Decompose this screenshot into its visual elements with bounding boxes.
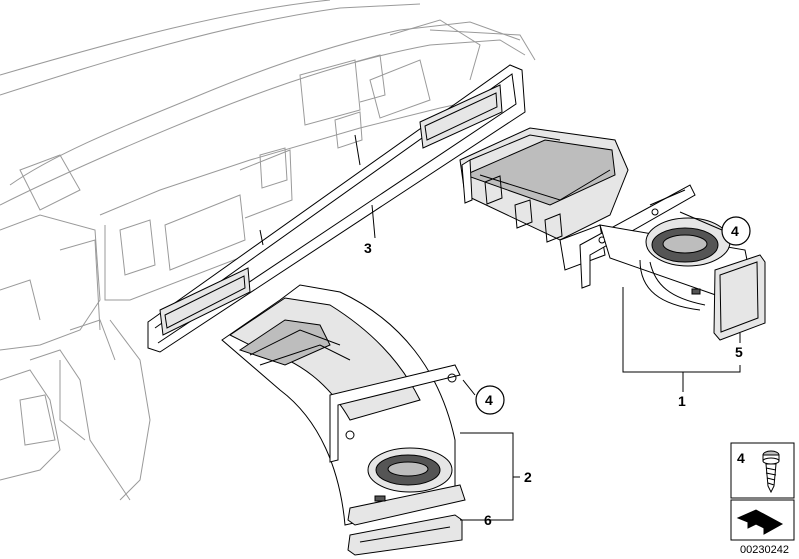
callouts: 3 4 5 1 4 2 6 <box>364 216 751 528</box>
part-1-assembly <box>459 127 766 341</box>
callout-5: 5 <box>735 344 743 360</box>
callout-3: 3 <box>364 240 372 256</box>
reference-arrow-icon <box>736 509 784 535</box>
callout-6: 6 <box>484 512 492 528</box>
callout-1: 1 <box>678 393 686 409</box>
part-2-assembly <box>221 284 466 556</box>
legend-screw-box: 4 <box>730 442 795 499</box>
callout-4-lower: 4 <box>485 392 493 408</box>
callout-circle-upper <box>721 216 751 246</box>
screw-icon <box>762 450 780 494</box>
dashboard-background <box>0 0 536 501</box>
part-3-trim-strip <box>147 64 526 353</box>
leader-lines <box>371 204 741 521</box>
callout-4-upper: 4 <box>731 223 739 239</box>
callout-2: 2 <box>524 469 532 485</box>
diagram-id: 00230242 <box>740 544 789 556</box>
legend-symbol-box <box>730 499 795 541</box>
legend-item-number: 4 <box>737 450 745 466</box>
callout-circle-lower <box>475 385 505 415</box>
